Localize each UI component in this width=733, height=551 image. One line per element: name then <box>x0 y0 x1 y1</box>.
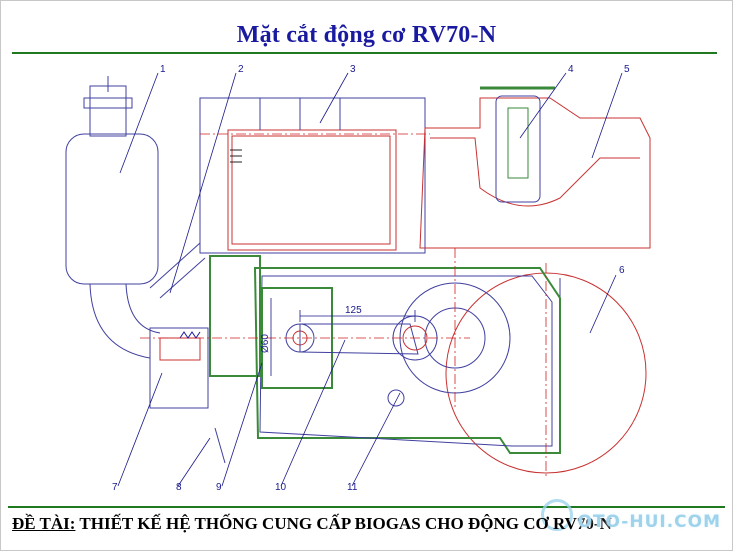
project-title-label: ĐỀ TÀI: <box>12 514 76 533</box>
crankcase <box>253 267 561 454</box>
callout-7: 7 <box>112 482 118 493</box>
callout-9: 9 <box>216 482 222 493</box>
watermark-logo-icon <box>541 499 573 531</box>
dimension-length: 125 <box>345 305 362 316</box>
project-title: ĐỀ TÀI: THIẾT KẾ HỆ THỐNG CUNG CẤP BIOGA… <box>12 514 612 534</box>
callout-1: 1 <box>160 64 166 75</box>
page-title: Mặt cắt động cơ RV70-N <box>236 22 497 48</box>
watermark: OTO-HUI.COM <box>577 512 721 532</box>
callout-10: 10 <box>275 482 287 493</box>
title-underline <box>12 52 717 54</box>
dimension-lines <box>270 298 416 376</box>
callout-3: 3 <box>350 64 356 75</box>
engine-cross-section-drawing: 125 Ø60 1 2 3 4 5 6 7 8 9 10 11 <box>65 64 651 493</box>
cylinder-head <box>199 97 426 254</box>
footer-rule <box>8 506 725 508</box>
callout-6: 6 <box>619 265 625 276</box>
filter-canister <box>65 76 161 359</box>
tank-body <box>419 86 651 249</box>
intake-assembly <box>149 242 261 464</box>
dimension-diameter: Ø60 <box>260 334 271 353</box>
project-title-text: THIẾT KẾ HỆ THỐNG CUNG CẤP BIOGAS CHO ĐỘ… <box>75 514 612 533</box>
callout-4: 4 <box>568 64 574 75</box>
callout-2: 2 <box>238 64 244 75</box>
leader-lines <box>117 72 623 487</box>
callout-5: 5 <box>624 64 630 75</box>
callout-8: 8 <box>176 482 182 493</box>
callout-11: 11 <box>347 482 358 493</box>
centerlines <box>140 133 547 478</box>
